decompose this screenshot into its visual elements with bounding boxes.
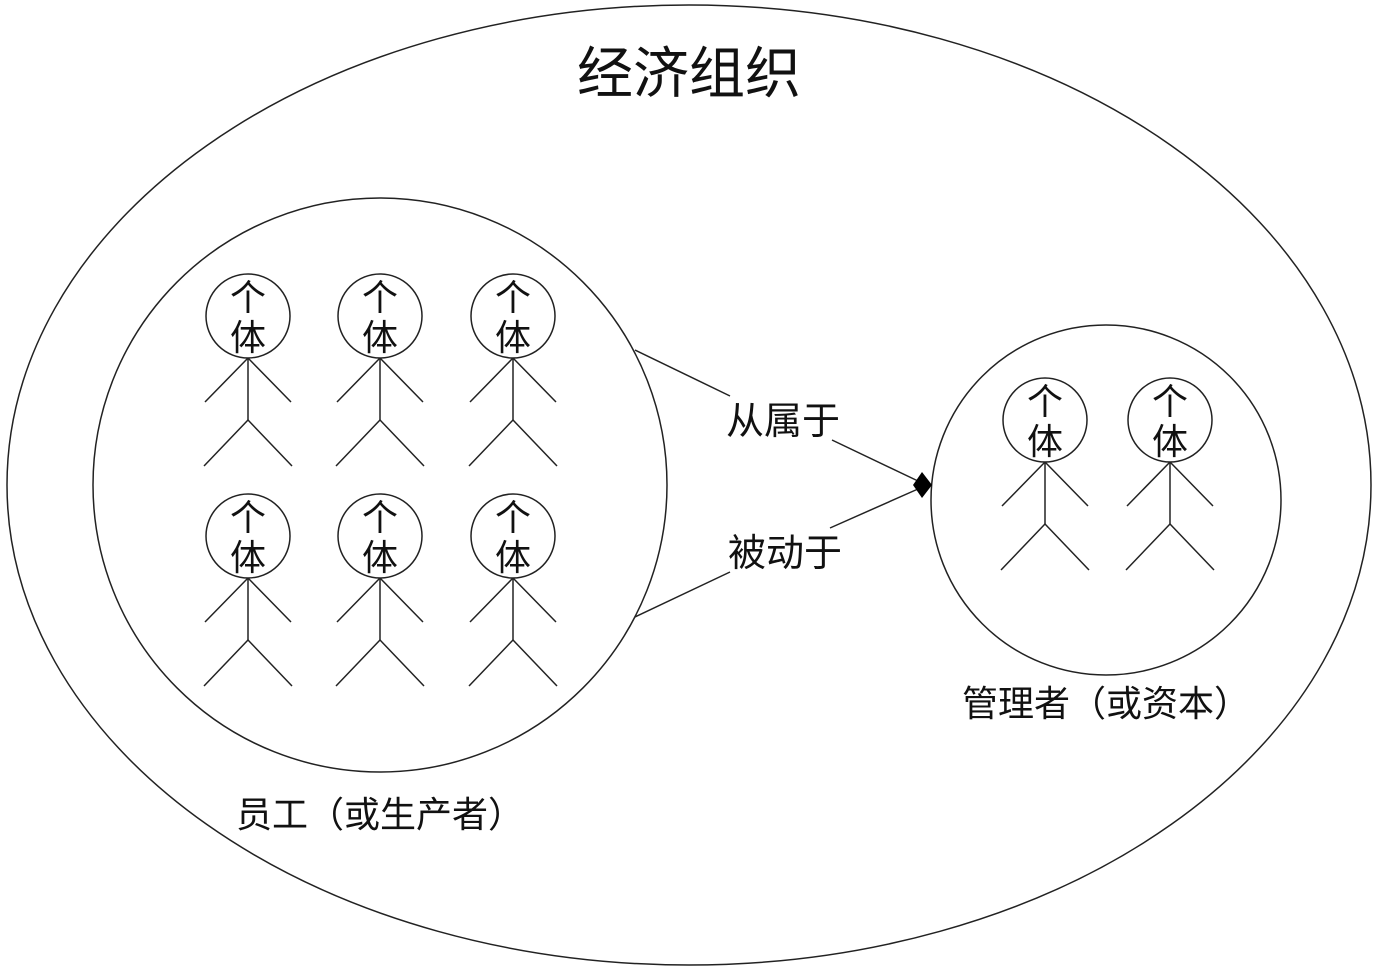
employees-group: [92, 197, 668, 773]
person-limb: [468, 419, 514, 467]
relation-line: [831, 439, 919, 482]
person-limb: [379, 577, 424, 623]
person-figure: 个体: [1125, 377, 1215, 571]
person-text: 个: [1152, 382, 1188, 423]
relation-line: [829, 488, 919, 529]
person-limb: [379, 357, 424, 403]
person-limb: [1169, 523, 1215, 571]
person-limb: [512, 639, 558, 687]
person-figure: 个体: [1000, 377, 1090, 571]
person-text: 体: [362, 318, 398, 359]
relation-line: [634, 349, 731, 397]
person-text: 体: [495, 318, 531, 359]
person-limb: [468, 639, 514, 687]
relation-line: [634, 571, 731, 618]
person-limb: [336, 577, 381, 623]
person-text: 体: [495, 538, 531, 579]
managers-group: [930, 324, 1282, 676]
economic-organization-boundary: [6, 4, 1372, 966]
person-limb: [1000, 523, 1046, 571]
person-limb: [469, 577, 514, 623]
person-text: 个: [230, 278, 266, 319]
person-limb: [1169, 461, 1214, 507]
person-figure: 个体: [203, 493, 293, 687]
person-limb: [336, 357, 381, 403]
person-limb: [247, 639, 293, 687]
person-limb: [512, 357, 557, 403]
employees-label: 员工（或生产者）: [236, 795, 524, 836]
person-limb: [204, 357, 249, 403]
person-figure: 个体: [468, 273, 558, 467]
person-text: 个: [230, 498, 266, 539]
arrow-diamond-icon: [913, 472, 932, 498]
person-figure: 个体: [335, 273, 425, 467]
person-text: 体: [362, 538, 398, 579]
managers-label: 管理者（或资本）: [962, 684, 1250, 725]
person-text: 体: [1027, 422, 1063, 463]
relation-label-passive: 被动于: [728, 531, 842, 575]
person-limb: [203, 639, 249, 687]
person-limb: [247, 419, 293, 467]
person-text: 个: [1027, 382, 1063, 423]
relation-label-subordinate: 从属于: [726, 399, 840, 443]
person-text: 体: [230, 538, 266, 579]
person-limb: [1125, 523, 1171, 571]
person-limb: [203, 419, 249, 467]
person-limb: [469, 357, 514, 403]
person-limb: [1001, 461, 1046, 507]
person-figure: 个体: [468, 493, 558, 687]
diagram-title: 经济组织: [577, 42, 801, 107]
person-figure: 个体: [203, 273, 293, 467]
person-limb: [379, 639, 425, 687]
person-limb: [247, 577, 292, 623]
person-text: 体: [230, 318, 266, 359]
person-text: 个: [495, 498, 531, 539]
person-text: 个: [495, 278, 531, 319]
person-limb: [1044, 523, 1090, 571]
person-limb: [512, 577, 557, 623]
person-limb: [379, 419, 425, 467]
person-text: 个: [362, 498, 398, 539]
person-limb: [335, 419, 381, 467]
person-limb: [204, 577, 249, 623]
person-limb: [247, 357, 292, 403]
person-text: 个: [362, 278, 398, 319]
person-limb: [1126, 461, 1171, 507]
person-limb: [512, 419, 558, 467]
person-limb: [1044, 461, 1089, 507]
person-figure: 个体: [335, 493, 425, 687]
person-text: 体: [1152, 422, 1188, 463]
person-limb: [335, 639, 381, 687]
